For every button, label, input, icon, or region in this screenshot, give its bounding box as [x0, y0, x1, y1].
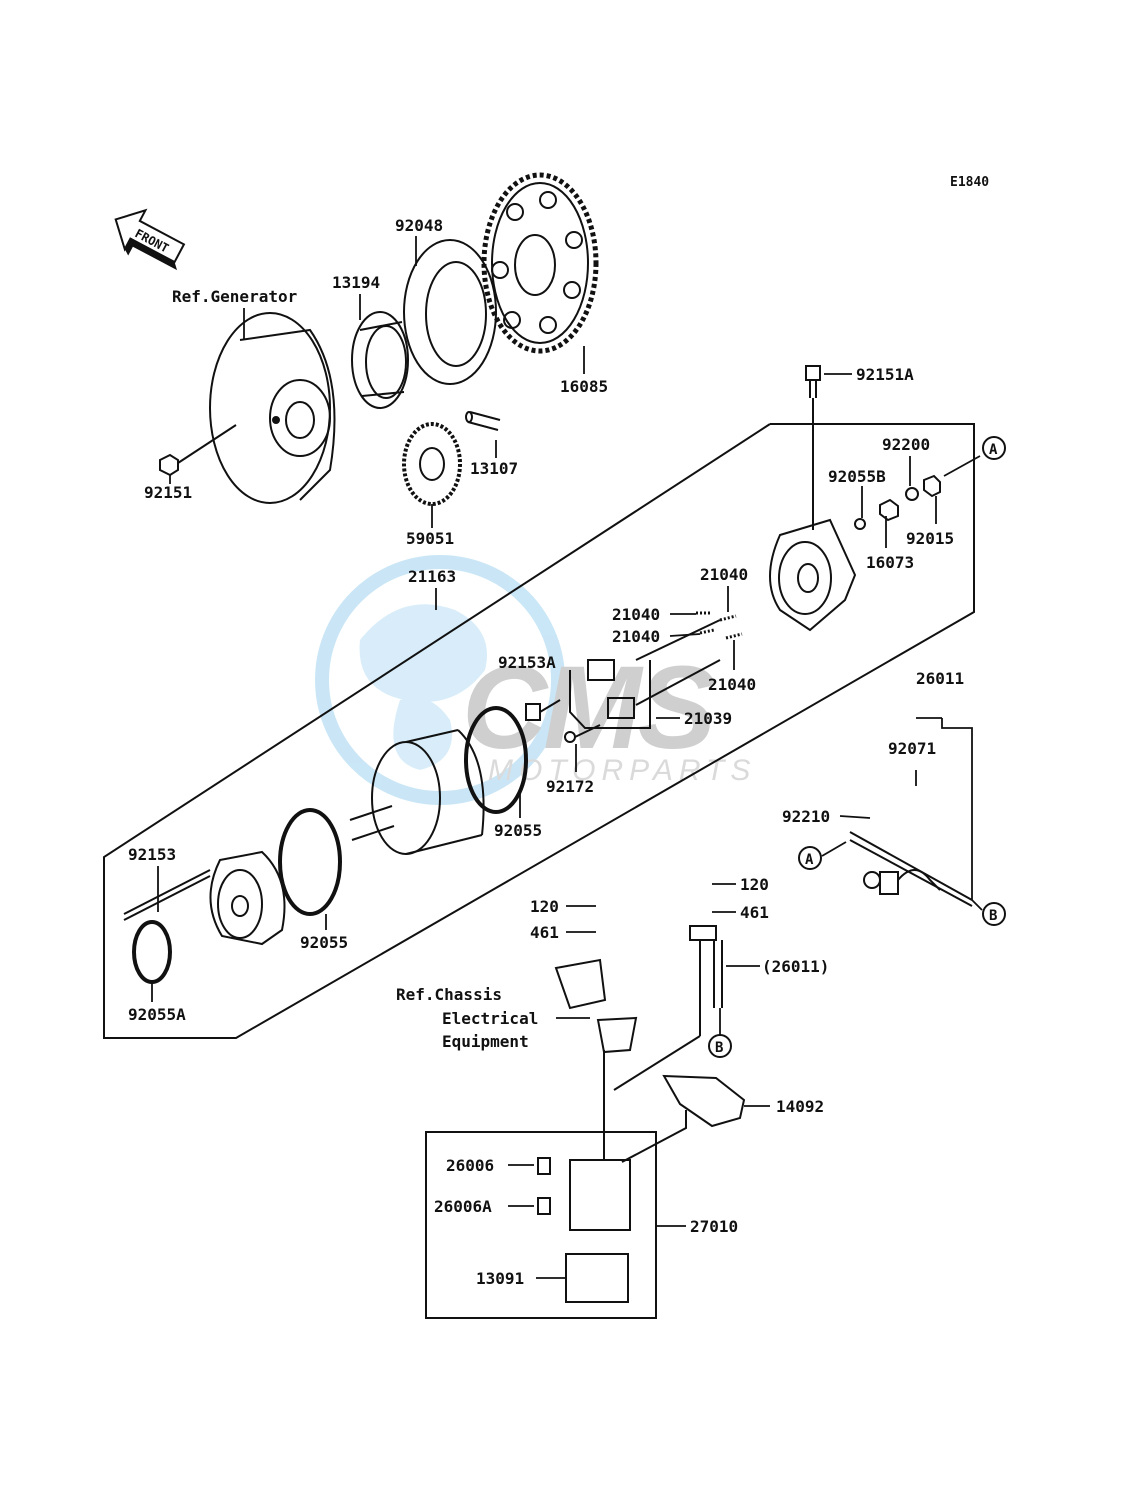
connector-A-cable: A	[798, 846, 822, 870]
part-label: 92200	[882, 435, 930, 454]
part-label: 92210	[782, 807, 830, 826]
part-label: 92151	[144, 483, 192, 502]
starter-yoke	[349, 729, 485, 855]
brush-springs	[696, 611, 743, 640]
part-label: 16073	[866, 553, 914, 572]
bolt-92151	[159, 424, 237, 477]
generator-rotor	[209, 312, 336, 504]
part-label: 21040	[612, 605, 660, 624]
part-label: 13194	[332, 273, 380, 292]
part-label: 21039	[684, 709, 732, 728]
connector-B-relay: B	[708, 1034, 732, 1058]
connector-label: B	[989, 908, 997, 924]
part-label: 461	[740, 903, 769, 922]
connector-B-cable: B	[982, 902, 1006, 926]
screws	[525, 699, 601, 743]
starter-end-cover	[769, 518, 857, 632]
part-label: 21040	[708, 675, 756, 694]
part-label: 92172	[546, 777, 594, 796]
connector-label: A	[989, 442, 998, 458]
part-label: 120	[530, 897, 559, 916]
one-way-clutch	[351, 311, 409, 409]
relay-cable	[554, 925, 723, 1160]
part-label: 92048	[395, 216, 443, 235]
leader-lines	[151, 236, 983, 1279]
part-label: 92055A	[128, 1005, 186, 1024]
shaft-pin	[465, 411, 501, 431]
callout-labels: E1840 92048 13194 Ref.Generator 16085 92…	[128, 175, 989, 1288]
part-label: Electrical	[442, 1009, 538, 1028]
part-label: 26011	[916, 669, 964, 688]
part-label: 92055B	[828, 467, 886, 486]
part-label: 14092	[776, 1097, 824, 1116]
part-label: 461	[530, 923, 559, 942]
part-label: 92055	[494, 821, 542, 840]
part-label: 26006	[446, 1156, 494, 1175]
part-label: 26006A	[434, 1197, 492, 1216]
connector-A-top: A	[982, 436, 1006, 460]
part-label: 21040	[612, 627, 660, 646]
part-label: 16085	[560, 377, 608, 396]
relay-parts	[537, 1157, 631, 1303]
front-arrow-icon: FRONT	[114, 208, 186, 271]
part-label: 92055	[300, 933, 348, 952]
part-label: 27010	[690, 1217, 738, 1236]
part-label: 21040	[700, 565, 748, 584]
part-label: 120	[740, 875, 769, 894]
starter-cable	[849, 831, 973, 907]
connector-label: B	[715, 1040, 723, 1056]
relay-frame	[425, 1110, 687, 1319]
part-label: 59051	[406, 529, 454, 548]
part-label: Equipment	[442, 1032, 529, 1051]
clutch-housing	[403, 239, 497, 385]
part-label: Ref.Chassis	[396, 985, 502, 1004]
idle-gear	[402, 422, 462, 506]
diagram-code: E1840	[950, 175, 989, 190]
part-label: (26011)	[762, 957, 829, 976]
part-label: 13091	[476, 1269, 524, 1288]
starter-front-cover	[123, 850, 286, 946]
watermark-sub: MOTORPARTS	[488, 754, 756, 787]
starter-assembly-frame	[103, 423, 975, 1039]
part-label: Ref.Generator	[172, 287, 297, 306]
watermark: CMS MOTORPARTS	[315, 555, 756, 805]
part-label: 21163	[408, 567, 456, 586]
starter-gear	[481, 172, 599, 354]
relay-cover	[662, 1074, 746, 1128]
washers-nuts	[854, 474, 941, 530]
connector-label: A	[805, 852, 814, 868]
brush-holder	[569, 619, 721, 729]
bolt-92151A	[805, 365, 821, 530]
part-label: 92071	[888, 739, 936, 758]
part-label: 13107	[470, 459, 518, 478]
part-label: 92015	[906, 529, 954, 548]
part-label: 92153A	[498, 653, 556, 672]
part-label: 92153	[128, 845, 176, 864]
part-label: 92151A	[856, 365, 914, 384]
